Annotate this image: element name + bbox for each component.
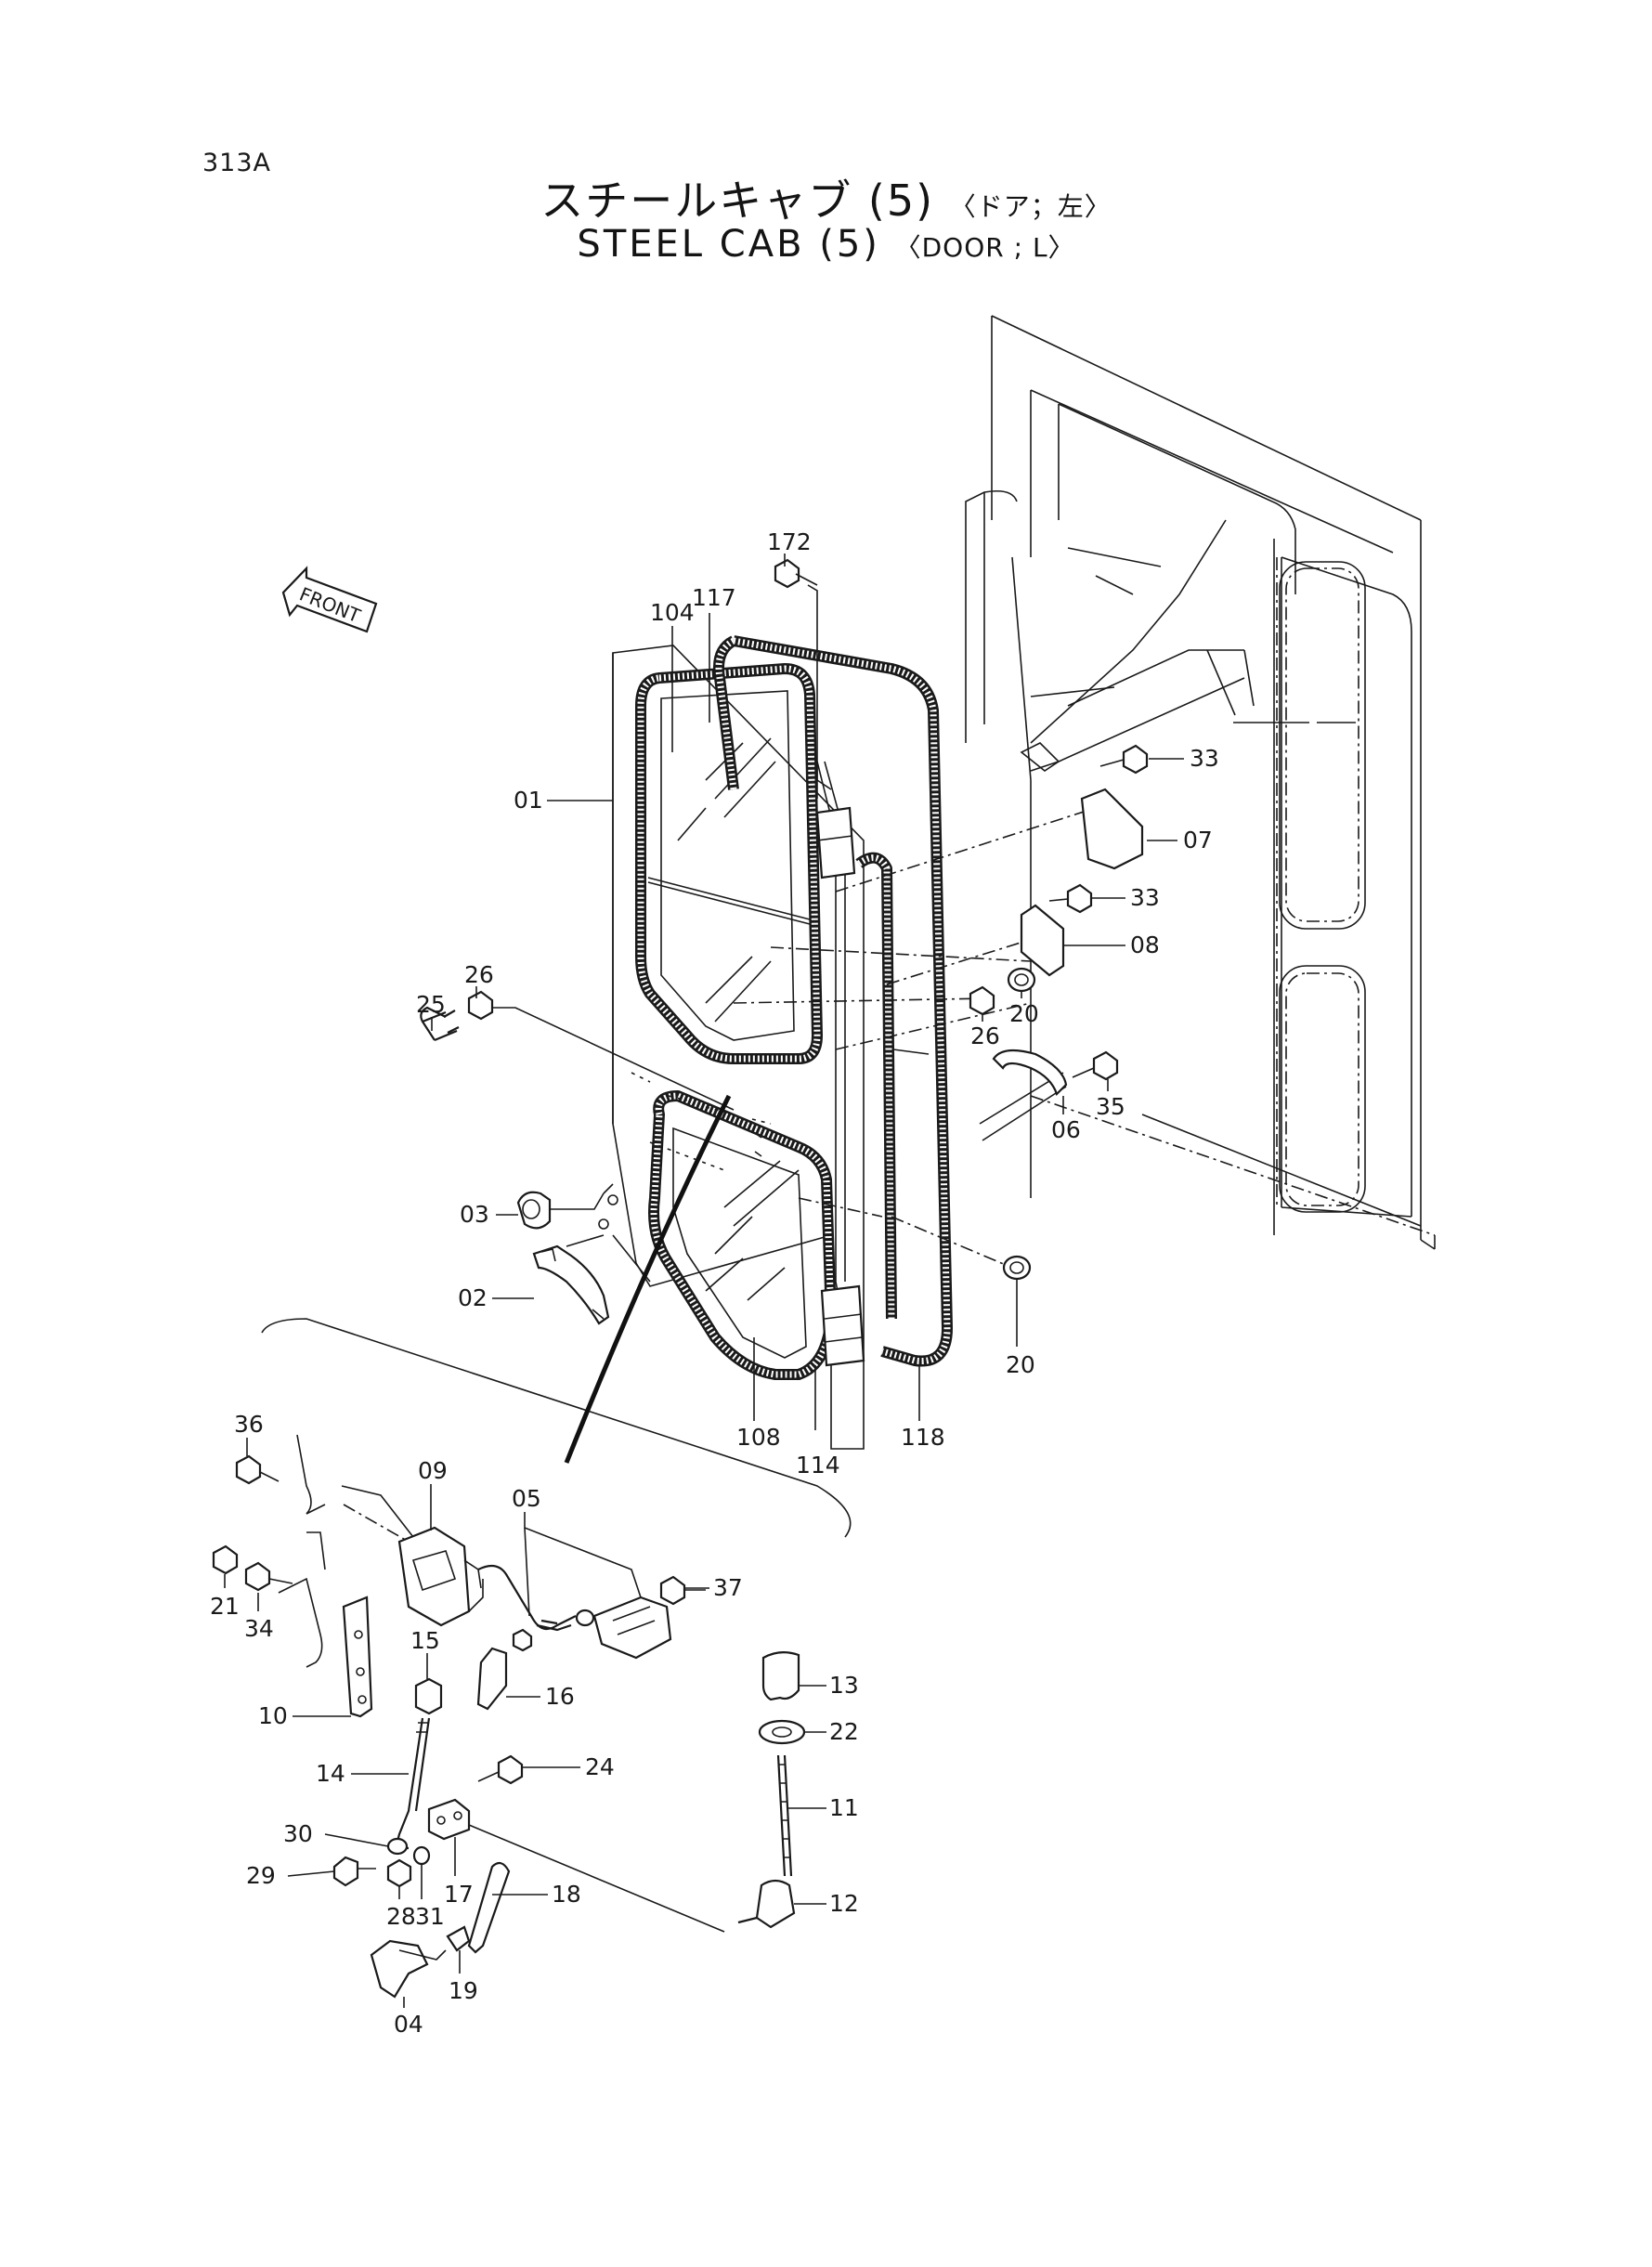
callout-labels: 172 104 117 01 33 07 33 08 26 25 26 20 3… [210, 528, 1219, 2038]
callout-07: 07 [1183, 827, 1213, 853]
callout-104: 104 [650, 599, 695, 626]
title-english: STEEL CAB (5) 〈DOOR ; L〉 [0, 223, 1652, 266]
grommet-20-upper [1007, 967, 1036, 993]
bolt-24 [497, 1754, 524, 1785]
page-code: 313A [202, 149, 272, 177]
callout-20-lower: 20 [1006, 1351, 1035, 1378]
callout-03: 03 [460, 1201, 489, 1228]
bolt-29 [332, 1856, 359, 1887]
callout-36: 36 [234, 1411, 264, 1438]
callout-30: 30 [283, 1820, 313, 1847]
callout-21: 21 [210, 1593, 240, 1620]
upper-hinge [815, 806, 856, 879]
bracket-04 [370, 1939, 429, 1999]
nut-21 [212, 1544, 239, 1575]
bolt-172 [774, 558, 800, 589]
bolt-37 [659, 1575, 686, 1606]
nut-26-left [467, 990, 494, 1021]
nut-28 [386, 1858, 412, 1888]
callout-08: 08 [1130, 932, 1160, 958]
rod-11 [776, 1754, 787, 1877]
callout-33-upper: 33 [1190, 745, 1219, 772]
cab-body [965, 315, 1436, 1250]
lower-hinge [820, 1284, 865, 1367]
bolt-34 [244, 1561, 271, 1592]
callout-05: 05 [512, 1485, 541, 1512]
callout-19: 19 [449, 1977, 478, 2004]
title-jp-sub: 〈ドア；左〉 [949, 191, 1112, 222]
callout-24: 24 [585, 1753, 615, 1780]
callout-01: 01 [514, 787, 543, 814]
plate-08 [1020, 904, 1065, 977]
callout-22: 22 [829, 1718, 859, 1745]
callout-26-left: 26 [464, 961, 494, 988]
grommet-20-lower [1002, 1255, 1032, 1281]
side-parts [774, 558, 1149, 1281]
washer-31 [412, 1845, 431, 1866]
callout-114: 114 [796, 1452, 840, 1479]
pin-13 [761, 1651, 800, 1701]
plate-07 [1080, 788, 1144, 870]
callout-20-upper: 20 [1009, 1000, 1039, 1027]
joint-12 [755, 1879, 796, 1929]
title-en-main: STEEL CAB (5) [577, 223, 880, 266]
cab-window-lower [1279, 965, 1366, 1213]
latch-detail-inset [212, 1094, 852, 1999]
callout-172: 172 [767, 528, 812, 555]
callout-25: 25 [416, 991, 446, 1018]
lever-18 [467, 1861, 511, 1954]
bolt-36 [235, 1454, 262, 1485]
bolt-33-lower [1066, 883, 1093, 914]
callout-17: 17 [444, 1881, 474, 1908]
front-arrow-label: FRONT [296, 582, 364, 627]
callout-11: 11 [829, 1794, 859, 1821]
cap-15 [414, 1677, 443, 1715]
grip-02 [532, 1244, 610, 1325]
callout-14: 14 [316, 1760, 345, 1787]
callout-06: 06 [1051, 1116, 1081, 1143]
callout-35: 35 [1096, 1093, 1125, 1120]
callout-29: 29 [246, 1862, 276, 1889]
leader-lines [224, 554, 1184, 2008]
callout-02: 02 [458, 1284, 488, 1311]
callout-12: 12 [829, 1890, 859, 1917]
door-assembly [612, 635, 1111, 1450]
title-en-sub: 〈DOOR ; L〉 [894, 232, 1075, 263]
cab-window-upper [1279, 561, 1366, 930]
clip-19 [446, 1925, 471, 1952]
bracket-16 [476, 1647, 508, 1711]
latch-05 [592, 1596, 672, 1660]
callout-34: 34 [244, 1615, 274, 1642]
title-japanese: スチールキャブ (5) 〈ドア；左〉 [0, 167, 1652, 228]
callout-31: 31 [415, 1903, 445, 1930]
callout-108: 108 [736, 1424, 781, 1451]
callout-16: 16 [545, 1683, 575, 1710]
bracket-17 [427, 1798, 471, 1841]
bolt-35 [1092, 1050, 1119, 1081]
left-parts [420, 990, 735, 1325]
callout-10: 10 [258, 1702, 288, 1729]
callout-28: 28 [386, 1903, 416, 1930]
callout-118: 118 [901, 1424, 945, 1451]
callout-13: 13 [829, 1672, 859, 1699]
callout-15: 15 [410, 1627, 440, 1654]
bolt-33-upper [1122, 744, 1149, 775]
handle-06 [992, 1049, 1068, 1097]
front-direction-arrow: FRONT [281, 566, 378, 633]
callout-18: 18 [552, 1881, 581, 1908]
callout-117: 117 [692, 584, 736, 611]
callout-04: 04 [394, 2011, 423, 2038]
bracket-10 [342, 1596, 373, 1718]
callout-26-right: 26 [970, 1023, 1000, 1049]
lock-09 [397, 1526, 471, 1627]
washer-30 [386, 1837, 409, 1856]
title-jp-main: スチールキャブ (5) [540, 176, 935, 226]
grommet-22 [758, 1719, 806, 1745]
callout-33-lower: 33 [1130, 884, 1160, 911]
callout-09: 09 [418, 1457, 448, 1484]
callout-37: 37 [713, 1574, 743, 1601]
nut-26-right [969, 985, 995, 1016]
